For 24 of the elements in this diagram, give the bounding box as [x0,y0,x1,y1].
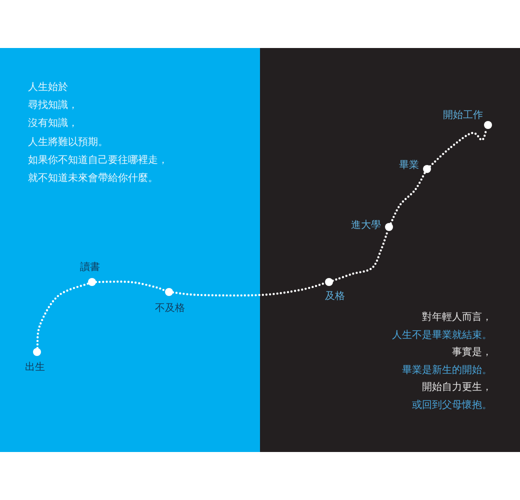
milestone-label: 及格 [325,291,345,303]
text-line: 事實是， [452,347,492,360]
text-line: 人生將難以預期。 [28,136,108,149]
text-line: 人生不是畢業就結束。 [392,330,492,342]
text-line: 沒有知識， [28,118,78,130]
milestone-label: 進大學 [351,220,381,232]
text-line: 或回到父母懷抱。 [412,400,492,412]
dotted-path [332,230,389,282]
text-line: 對年輕人而言， [422,312,492,324]
dotted-path [94,280,166,292]
dotted-path [172,282,326,297]
dotted-path [36,282,90,350]
dotted-path [390,171,426,224]
text-line: 開始自力更生， [422,382,492,394]
text-line: 尋找知識， [28,100,78,112]
milestone-label: 不及格 [155,303,185,315]
text-line: 如果你不知道自己要往哪裡走， [28,154,168,167]
milestone-label: 讀書 [80,262,100,274]
text-line: 畢業是新生的開始。 [402,364,492,377]
milestone-label: 畢業 [399,160,419,172]
milestone-label: 出生 [25,362,45,374]
milestone-label: 開始工作 [443,110,483,122]
text-line: 就不知道未來會帶給你什麼。 [28,173,158,185]
text-line: 人生始於 [28,82,68,94]
